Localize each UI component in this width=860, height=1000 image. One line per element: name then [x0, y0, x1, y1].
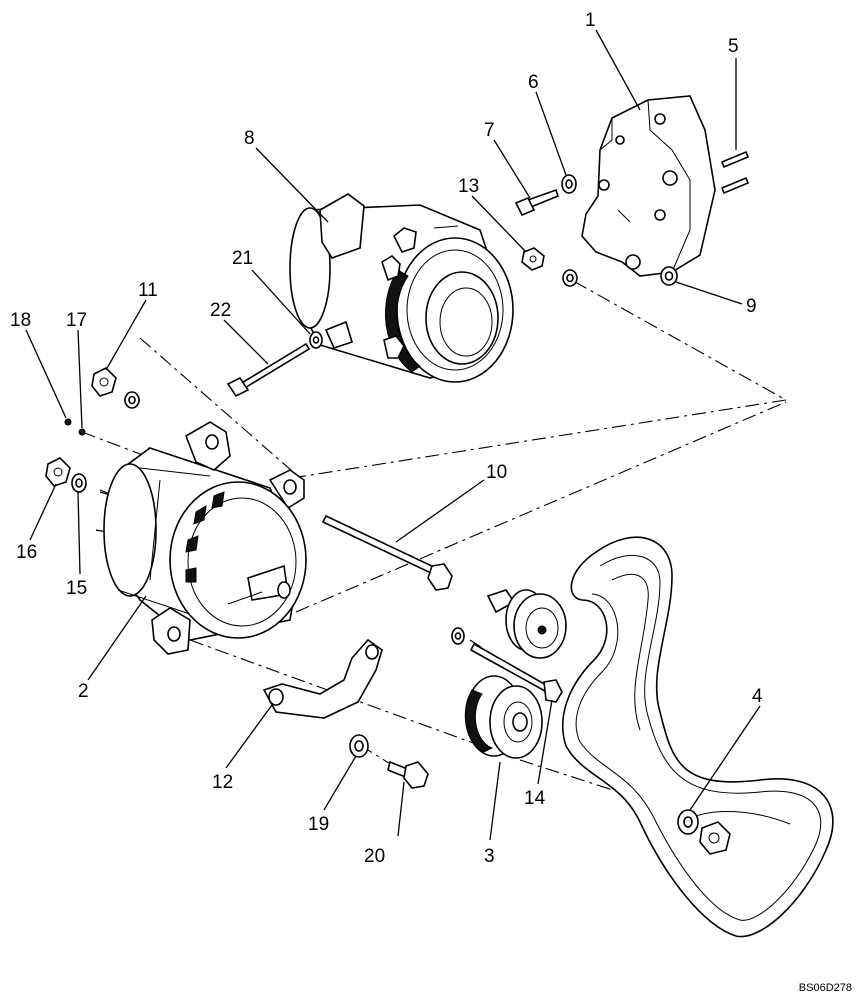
alternator	[95, 421, 307, 655]
drive-belt	[562, 536, 834, 938]
long-bolt-10	[321, 514, 453, 591]
callout-9: 9	[746, 296, 757, 317]
callout-19: 19	[308, 814, 329, 835]
callout-6: 6	[528, 72, 539, 93]
callout-16: 16	[16, 542, 37, 563]
callout-8: 8	[244, 128, 255, 149]
adjusting-strap	[262, 638, 383, 719]
callout-7: 7	[484, 120, 495, 141]
tensioner-washer-nut	[677, 809, 731, 855]
washer-6	[561, 174, 577, 194]
long-bolt-22	[226, 342, 311, 398]
reference-code: BS06D278	[798, 982, 852, 994]
callout-13: 13	[458, 176, 479, 197]
nut-16	[45, 457, 71, 487]
bolt-7	[514, 188, 559, 217]
callout-labels: 1 2 3 4 5 6 7 8 9 10 11 12 13 14 15 16 1…	[10, 10, 763, 867]
callout-17: 17	[66, 310, 87, 331]
nut-13	[521, 247, 578, 287]
callout-11: 11	[138, 280, 158, 301]
callout-3: 3	[484, 846, 495, 867]
grooved-pulley	[464, 675, 543, 759]
mounting-bracket	[581, 95, 716, 277]
callout-20: 20	[364, 846, 385, 867]
dowel-pins	[720, 150, 750, 195]
washer-9	[660, 266, 678, 286]
bolt-14	[451, 627, 563, 703]
leader-lines	[25, 29, 761, 841]
washer-15	[71, 473, 87, 493]
callout-21: 21	[232, 248, 253, 269]
callout-15: 15	[66, 578, 87, 599]
callout-22: 22	[210, 300, 231, 321]
ac-compressor	[289, 193, 514, 383]
callout-1: 1	[585, 10, 596, 31]
idler-pulley	[486, 589, 567, 659]
callout-2: 2	[78, 681, 89, 702]
callout-10: 10	[486, 462, 507, 483]
bolt-20	[387, 760, 429, 789]
callout-18: 18	[10, 310, 31, 331]
callout-4: 4	[752, 686, 763, 707]
callout-14: 14	[524, 788, 546, 809]
washer-19	[349, 734, 369, 758]
callout-5: 5	[728, 36, 739, 57]
washer-21	[309, 331, 323, 349]
callout-12: 12	[212, 772, 233, 793]
small-washer-17	[78, 428, 86, 436]
nut-11	[91, 367, 140, 409]
small-nut-18	[64, 418, 72, 426]
